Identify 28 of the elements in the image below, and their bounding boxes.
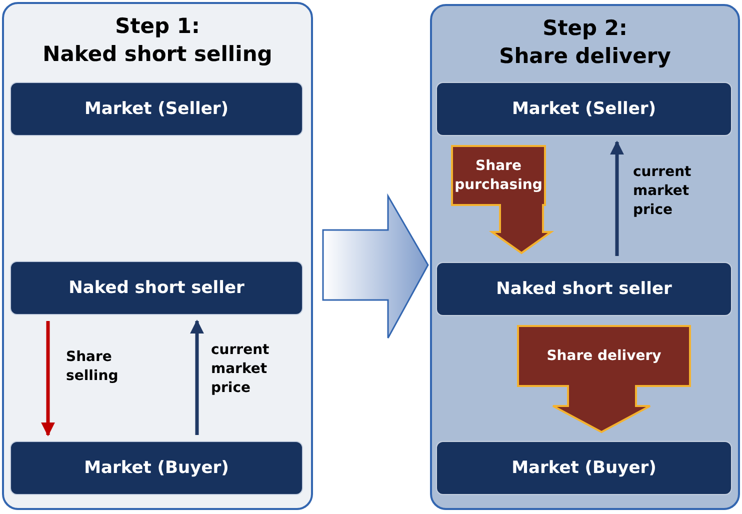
edge-label: Share selling xyxy=(66,348,120,386)
entity-label: Naked short seller xyxy=(496,279,672,299)
block-arrow xyxy=(451,145,554,254)
entity-label: Market (Seller) xyxy=(512,99,656,119)
entity-label: Market (Seller) xyxy=(84,99,229,119)
edge-label: current market price xyxy=(211,341,270,398)
panel-title: Naked short selling xyxy=(42,42,274,66)
entity-label: Naked short seller xyxy=(68,278,244,298)
block-arrow xyxy=(517,325,691,434)
entity-box xyxy=(10,82,303,136)
edge-label: Share purchasing xyxy=(454,156,544,194)
arrow xyxy=(610,140,624,256)
block-arrow xyxy=(322,193,429,339)
panel-title: Share delivery xyxy=(498,44,672,68)
entity-box xyxy=(436,82,732,136)
panel-title: Step 2: xyxy=(542,16,628,40)
step-panel xyxy=(2,2,313,510)
entity-box xyxy=(10,441,303,495)
arrow xyxy=(190,320,204,435)
edge-label: current market price xyxy=(633,163,692,220)
entity-label: Market (Buyer) xyxy=(84,458,229,478)
entity-label: Market (Buyer) xyxy=(512,458,656,478)
arrow xyxy=(41,321,55,436)
edge-label: Share delivery xyxy=(546,346,662,366)
panel-title: Step 1: xyxy=(114,14,201,38)
entity-box xyxy=(436,441,732,495)
entity-box xyxy=(436,262,732,316)
entity-box xyxy=(10,261,303,315)
